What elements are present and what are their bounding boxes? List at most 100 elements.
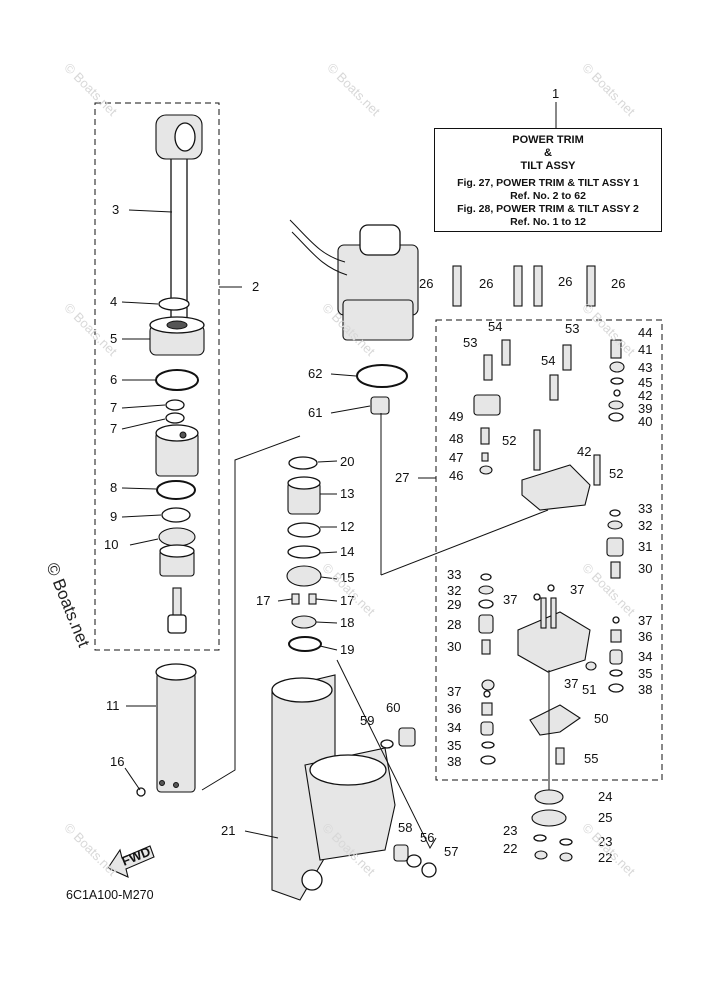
part-49-plate <box>473 394 501 416</box>
callout-11: 11 <box>106 698 120 713</box>
callout-37b: 37 <box>570 582 584 597</box>
part-43-check <box>609 361 625 373</box>
callout-31: 31 <box>638 539 652 554</box>
callout-37a: 37 <box>503 592 517 607</box>
callout-60: 60 <box>386 700 400 715</box>
callout-37c: 37 <box>638 613 652 628</box>
part-38b-o-ring <box>480 755 496 765</box>
callout-16: 16 <box>110 754 124 769</box>
callout-9: 9 <box>110 509 117 524</box>
callout-38a: 38 <box>638 682 652 697</box>
callout-13: 13 <box>340 486 354 501</box>
part-44-spring <box>610 339 622 359</box>
fig-27-ref-range: Ref. No. 2 to 62 <box>510 190 586 202</box>
fig-28-reference: Fig. 28, POWER TRIM & TILT ASSY 2 <box>457 203 639 215</box>
part-17-spring-b <box>308 593 317 605</box>
callout-45: 45 <box>638 375 652 390</box>
part-22a-washer <box>534 850 548 860</box>
part-26-bolts <box>452 265 596 307</box>
part-13-reservoir-cap <box>287 476 321 515</box>
title-line-1: POWER TRIM <box>512 134 584 146</box>
part-37c-ball <box>612 616 620 624</box>
callout-57: 57 <box>444 844 458 859</box>
part-12-o-ring <box>287 522 321 538</box>
diagram-code: 6C1A100-M270 <box>66 888 154 902</box>
callout-8: 8 <box>110 480 117 495</box>
callout-42a: 42 <box>638 388 652 403</box>
callout-7a: 7 <box>110 400 117 415</box>
callout-6: 6 <box>110 372 117 387</box>
callout-56: 56 <box>420 830 434 845</box>
part-30b-spring <box>481 639 491 655</box>
callout-40: 40 <box>638 414 652 429</box>
part-20-o-ring <box>288 456 318 470</box>
callout-47: 47 <box>449 450 463 465</box>
callout-2: 2 <box>252 279 259 294</box>
callout-36b: 36 <box>447 701 461 716</box>
part-5-gland-cap <box>149 316 205 356</box>
part-32b-washer <box>478 585 494 595</box>
callout-1: 1 <box>552 86 559 101</box>
part-4-washer <box>158 297 190 311</box>
callout-19: 19 <box>340 642 354 657</box>
callout-39: 39 <box>638 401 652 416</box>
part-32-washer <box>607 520 623 530</box>
part-55-bolt <box>555 747 565 765</box>
part-19-circlip <box>288 636 322 652</box>
part-trim-motor <box>289 219 419 341</box>
callout-62: 62 <box>308 366 322 381</box>
part-30-spring <box>610 561 621 579</box>
sub-assembly-2-box <box>94 102 220 651</box>
part-37d-ball <box>483 690 491 698</box>
callout-35b: 35 <box>447 738 461 753</box>
callout-54b: 54 <box>541 353 555 368</box>
callout-38b: 38 <box>447 754 461 769</box>
callout-58: 58 <box>398 820 412 835</box>
callout-37e: 37 <box>447 684 461 699</box>
part-22b-washer <box>559 852 573 862</box>
part-6-o-ring <box>155 369 199 391</box>
callout-21: 21 <box>221 823 235 838</box>
callout-33a: 33 <box>638 501 652 516</box>
callout-18: 18 <box>340 615 354 630</box>
sub-assembly-27-box <box>435 319 663 781</box>
callout-55: 55 <box>584 751 598 766</box>
callout-25: 25 <box>598 810 612 825</box>
callout-7b: 7 <box>110 421 117 436</box>
callout-52b: 52 <box>609 466 623 481</box>
callout-30a: 30 <box>638 561 652 576</box>
callout-20: 20 <box>340 454 354 469</box>
part-23a-ring <box>533 834 547 842</box>
part-18-washer <box>291 615 317 629</box>
part-23b-ring <box>559 838 573 846</box>
callout-44: 44 <box>638 325 652 340</box>
part-21-cylinder-body <box>271 674 396 901</box>
part-35-ring <box>609 669 623 677</box>
part-16-ball <box>136 787 146 797</box>
callout-12: 12 <box>340 519 354 534</box>
part-58-fitting <box>393 844 409 862</box>
callout-54a: 54 <box>488 319 502 334</box>
part-8-o-ring <box>156 480 196 500</box>
part-34-valve <box>609 649 623 665</box>
fig-27-reference: Fig. 27, POWER TRIM & TILT ASSY 1 <box>457 177 639 189</box>
part-54a-screw <box>501 339 511 366</box>
part-38-o-ring <box>608 683 624 693</box>
part-46-washer <box>479 465 493 475</box>
fig-28-ref-range: Ref. No. 1 to 12 <box>510 216 586 228</box>
callout-26a: 26 <box>419 276 433 291</box>
fwd-arrow-icon <box>107 845 155 878</box>
part-39-seal <box>608 400 624 410</box>
part-piston <box>155 424 199 477</box>
part-53b-screw <box>562 344 572 371</box>
part-45-ring <box>610 377 624 385</box>
part-29-o-ring <box>478 599 494 609</box>
part-bolt <box>167 587 187 634</box>
part-48-spring <box>480 427 490 445</box>
part-60-plug <box>398 727 416 747</box>
part-25-seal <box>531 809 567 827</box>
part-15-valve-cap <box>286 565 322 587</box>
part-27-pump-body <box>521 429 601 511</box>
callout-22b: 22 <box>598 850 612 865</box>
callout-32b: 32 <box>447 583 461 598</box>
